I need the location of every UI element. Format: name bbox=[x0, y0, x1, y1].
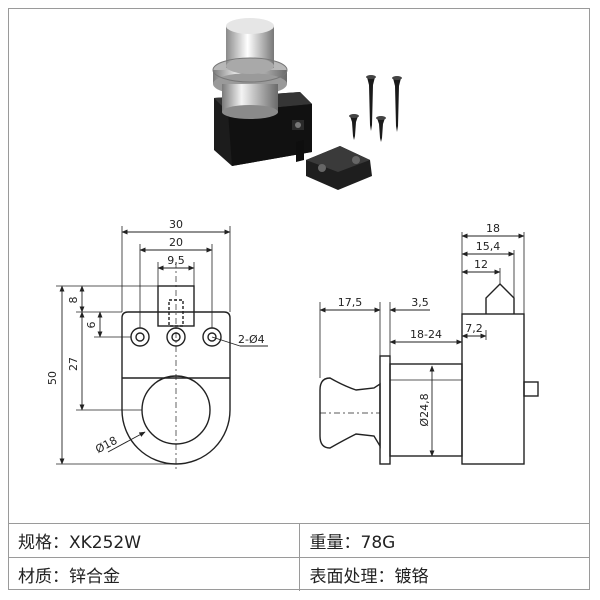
dim-holes: 2-Ø4 bbox=[238, 333, 265, 346]
side-view bbox=[319, 232, 539, 465]
front-hole-left bbox=[130, 327, 150, 347]
side-pin bbox=[523, 381, 539, 397]
front-hole-right-inner bbox=[207, 332, 217, 342]
strike-plate bbox=[306, 146, 372, 190]
spec-weight-cell: 重量：78G bbox=[298, 523, 590, 558]
screw-icon bbox=[392, 76, 402, 132]
chrome-push-button bbox=[212, 18, 288, 119]
dim-depth-18: 18 bbox=[486, 222, 500, 235]
spec-model-value: XK252W bbox=[69, 533, 142, 553]
side-body bbox=[461, 313, 525, 465]
side-knob bbox=[319, 377, 381, 449]
dim-height-top: 8 bbox=[67, 297, 80, 304]
spec-material-cell: 材质：锌合金 bbox=[8, 557, 299, 591]
dim-range: 18-24 bbox=[410, 328, 442, 341]
spec-model-label: 规格： bbox=[18, 533, 69, 553]
screw-icon bbox=[349, 114, 359, 140]
front-body-top bbox=[121, 311, 231, 376]
screw-icon bbox=[366, 75, 376, 131]
dim-length-head: 17,5 bbox=[338, 296, 363, 309]
side-dimension-lines bbox=[319, 233, 525, 457]
dim-width-mid: 20 bbox=[169, 236, 183, 249]
product-photo bbox=[212, 18, 402, 190]
dim-depth-7-2: 7,2 bbox=[465, 322, 483, 335]
side-latch-tongue bbox=[485, 283, 515, 314]
spec-material-label: 材质： bbox=[18, 567, 69, 587]
dim-depth-12: 12 bbox=[474, 258, 488, 271]
spec-row: 规格：XK252W 重量：78G bbox=[8, 523, 590, 558]
dim-gap: 3,5 bbox=[411, 296, 429, 309]
dim-width-total: 30 bbox=[169, 218, 183, 231]
dim-body-diameter: Ø24,8 bbox=[418, 393, 431, 426]
spec-finish-label: 表面处理： bbox=[309, 567, 395, 587]
dim-offset-small: 6 bbox=[85, 322, 98, 329]
dim-ring-diameter: Ø18 bbox=[93, 434, 119, 456]
spec-material-value: 锌合金 bbox=[69, 567, 120, 587]
front-dimension-lines bbox=[59, 229, 268, 465]
front-extension-lines bbox=[56, 226, 231, 465]
dim-width-top: 9,5 bbox=[167, 254, 185, 267]
spec-weight-value: 78G bbox=[360, 533, 396, 553]
spec-finish-value: 镀铬 bbox=[394, 567, 429, 587]
screw-icon bbox=[376, 116, 386, 142]
dim-height-upper: 27 bbox=[67, 357, 80, 371]
front-view bbox=[56, 226, 268, 470]
spec-table: 规格：XK252W 重量：78G 材质：锌合金 表面处理：镀铬 bbox=[8, 523, 590, 591]
spec-row: 材质：锌合金 表面处理：镀铬 bbox=[8, 557, 590, 591]
side-flange bbox=[379, 355, 391, 465]
dim-depth-15-4: 15,4 bbox=[476, 240, 501, 253]
dim-height-total: 50 bbox=[46, 371, 59, 385]
spec-model-cell: 规格：XK252W bbox=[8, 523, 299, 558]
front-hole-left-inner bbox=[135, 332, 145, 342]
spec-weight-label: 重量： bbox=[309, 533, 361, 553]
front-dimension-labels: 30 20 9,5 50 27 8 6 2-Ø4 Ø18 bbox=[46, 218, 265, 456]
side-dimension-labels: 17,5 3,5 18-24 Ø24,8 18 15,4 12 7,2 bbox=[338, 222, 501, 427]
spec-finish-cell: 表面处理：镀铬 bbox=[298, 557, 590, 591]
